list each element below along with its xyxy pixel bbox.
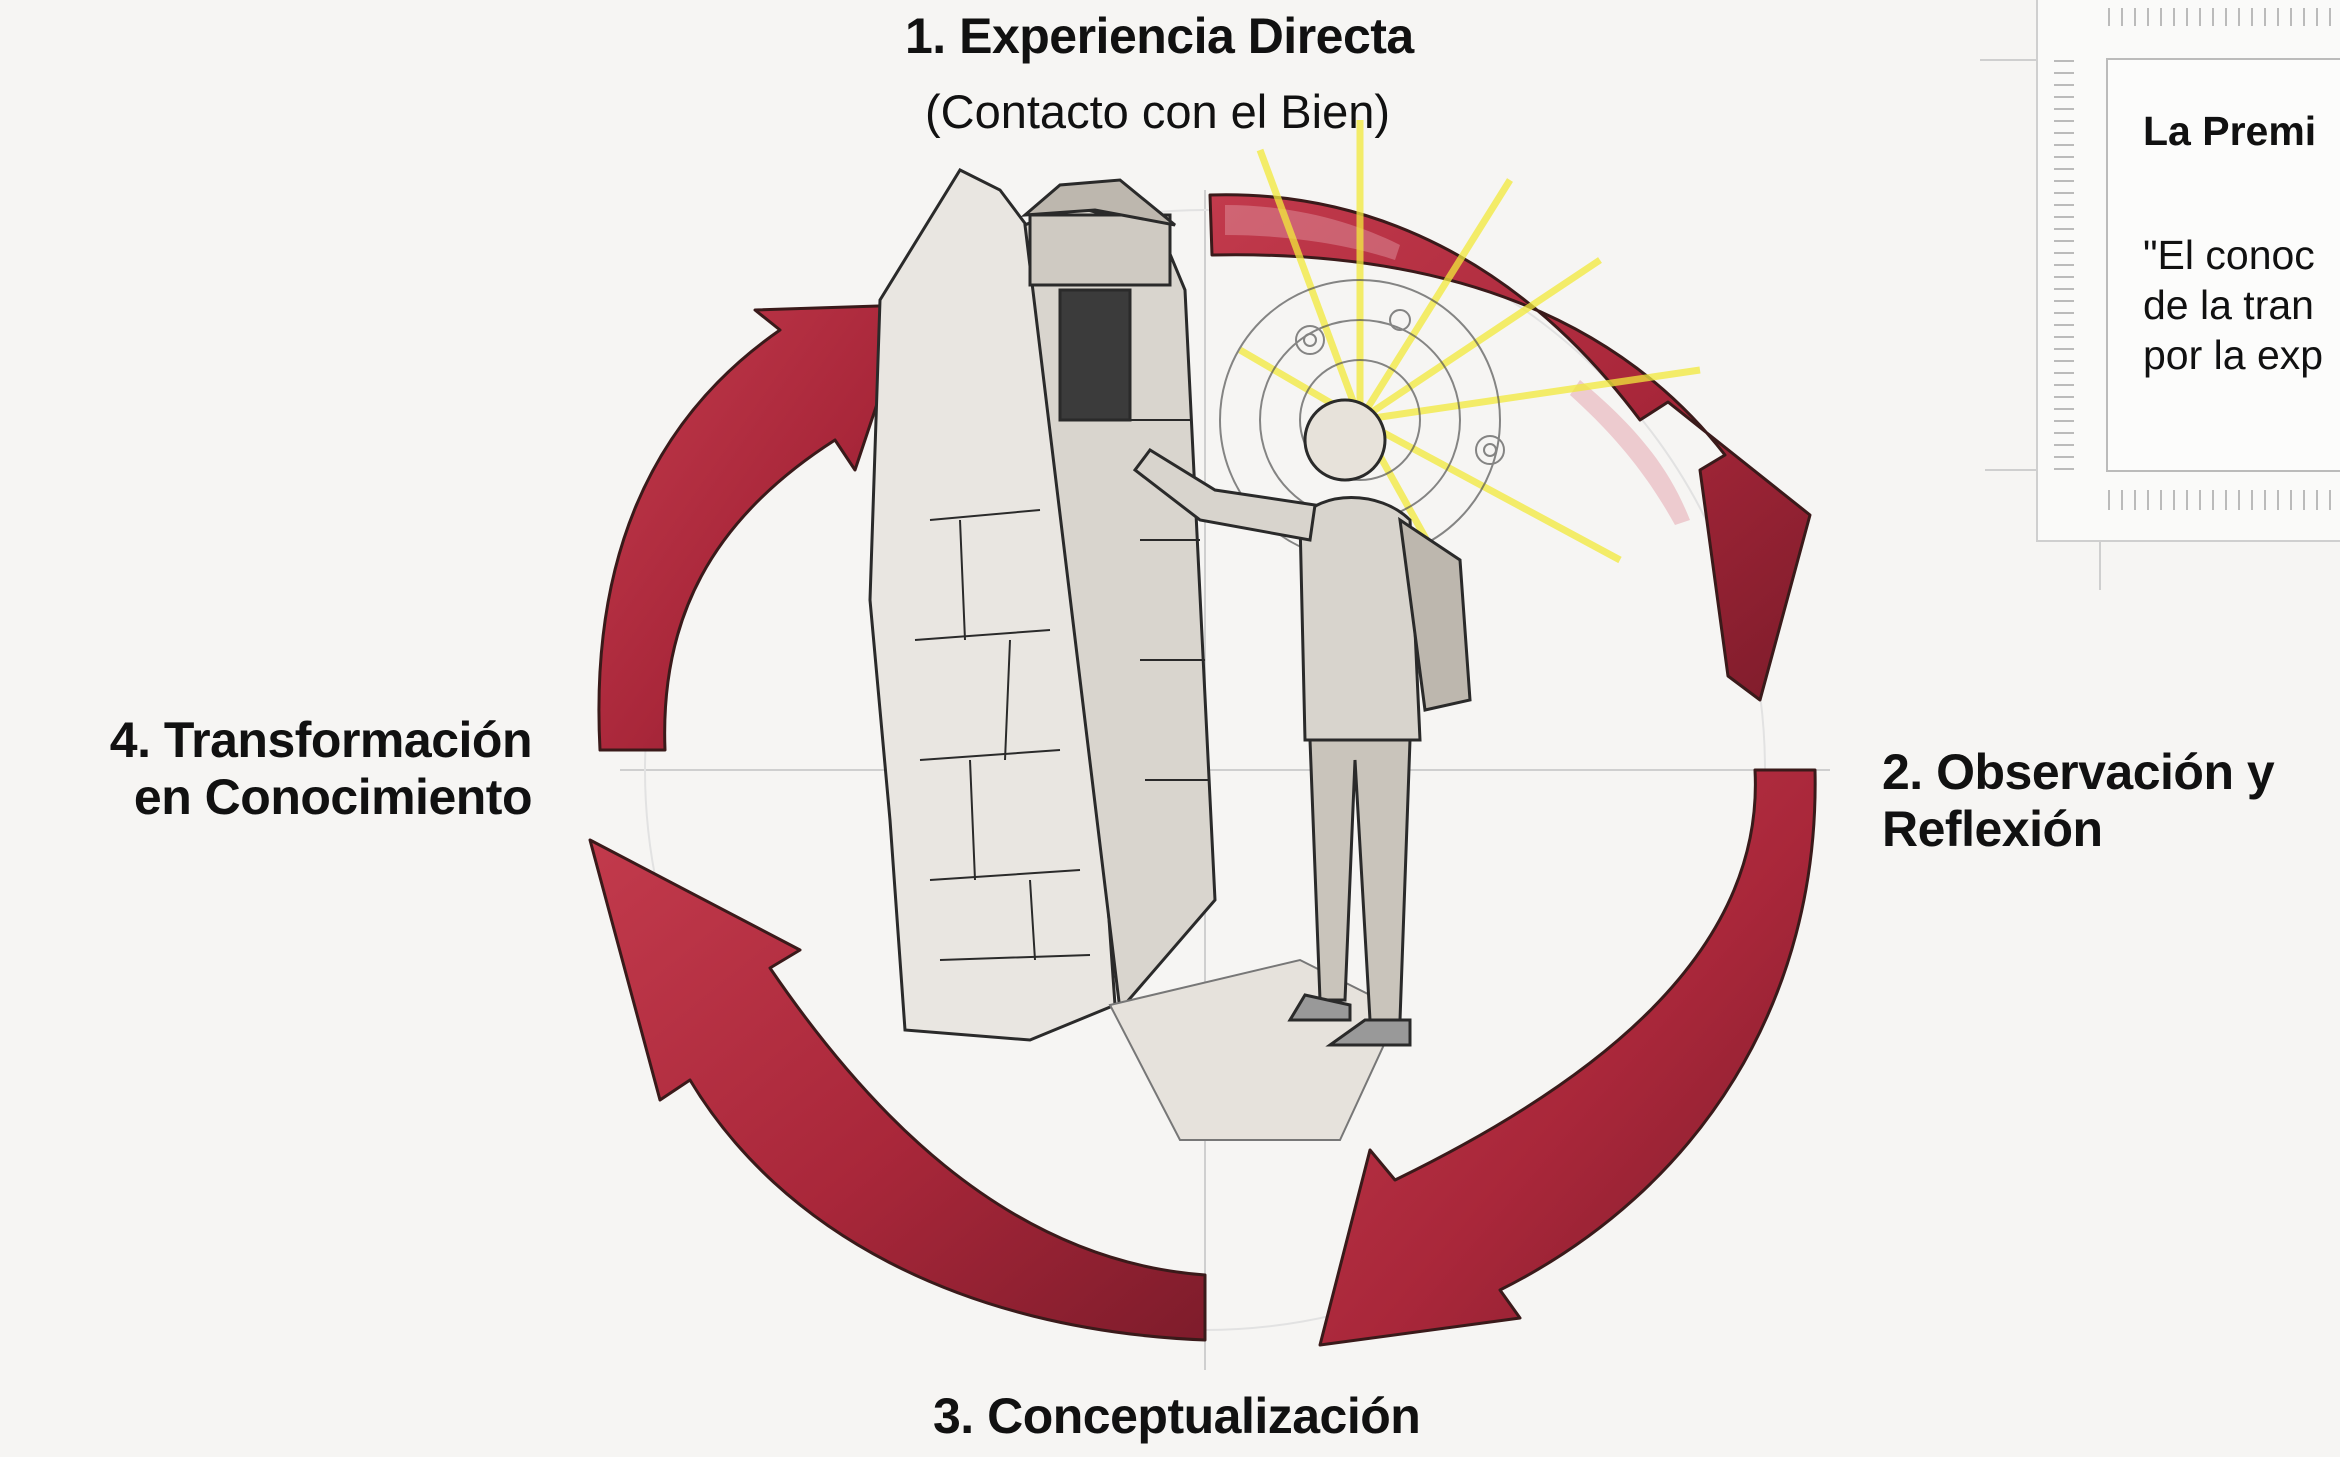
ruler-bottom	[2108, 490, 2340, 510]
stage-2-label: 2. Observación y Reflexión	[1882, 744, 2275, 858]
premise-title: La Premi	[2143, 108, 2317, 154]
arrow-top-right	[1208, 193, 1812, 702]
stage-1-title: 1. Experiencia Directa	[905, 8, 1414, 64]
premise-quote: "El conoc de la tran por la exp	[2143, 232, 2324, 379]
arrow-top-left	[597, 303, 912, 752]
ruler-top	[2108, 8, 2340, 26]
premise-card-frame	[2036, 0, 2340, 542]
stage-2-line-1: 2. Observación y	[1882, 744, 2275, 800]
stage-4-line-2: en Conocimiento	[133, 769, 533, 825]
ground	[1108, 958, 1402, 1141]
stage-4-line-1: 4. Transformación	[109, 712, 533, 768]
stage-2-line-2: Reflexión	[1882, 801, 2103, 857]
arrow-bottom-right	[1318, 768, 1817, 1347]
ruler-left	[2054, 60, 2074, 470]
premise-card	[2106, 58, 2340, 472]
stage-1-subtitle: (Contacto con el Bien)	[925, 85, 1391, 138]
stage-3-label: 3. Conceptualización	[933, 1388, 1421, 1444]
person-figure	[1132, 398, 1472, 1047]
stage-4-label: 4. Transformación en Conocimiento	[22, 712, 533, 826]
arrow-bottom-left	[588, 838, 1207, 1342]
stone-wall	[868, 168, 1217, 1042]
